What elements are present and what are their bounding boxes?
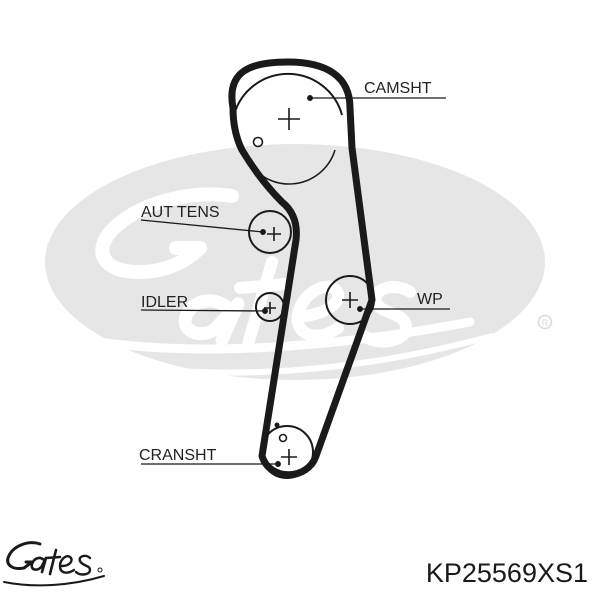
svg-text:R: R <box>542 318 549 328</box>
center-marks <box>252 108 358 465</box>
gates-watermark: R <box>45 144 553 380</box>
registered-mark-icon: R <box>537 314 553 330</box>
idler-label: IDLER <box>141 294 188 311</box>
camshaft-label: CAMSHT <box>364 80 432 97</box>
part-number: KP25569XS1 <box>426 558 588 588</box>
water-pump-label: WP <box>417 291 443 308</box>
timing-belt <box>228 58 376 479</box>
timing-mark-dot <box>274 422 280 428</box>
tensioner-label: AUT TENS <box>141 204 220 221</box>
tensioner-pulley <box>248 210 292 254</box>
leader-lines <box>140 95 450 467</box>
crankshaft-label: CRANSHT <box>139 447 217 464</box>
gates-logo <box>3 541 105 587</box>
